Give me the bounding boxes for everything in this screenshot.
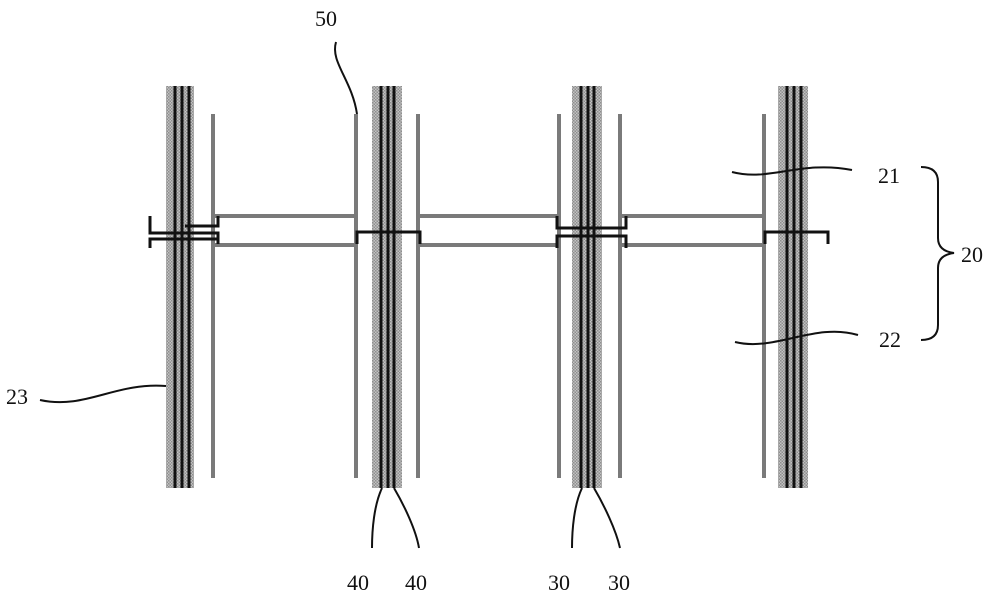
leader-23 — [40, 386, 166, 403]
label-20: 20 — [961, 242, 983, 267]
label-40-right: 40 — [405, 570, 427, 595]
label-23: 23 — [6, 384, 28, 409]
frame-column-3 — [572, 86, 602, 488]
panel-crossbars — [213, 216, 764, 245]
frame-column-1 — [166, 86, 194, 488]
leader-30-left — [572, 488, 582, 548]
leader-40-left — [372, 488, 382, 548]
panel-uprights — [213, 114, 764, 478]
label-50: 50 — [315, 6, 337, 31]
leader-40-right — [394, 488, 419, 548]
frame-column-2 — [372, 86, 402, 488]
brace-20 — [921, 167, 954, 340]
leader-30-right — [594, 488, 620, 548]
label-30-left: 30 — [548, 570, 570, 595]
label-40-left: 40 — [347, 570, 369, 595]
label-21: 21 — [878, 163, 900, 188]
label-30-right: 30 — [608, 570, 630, 595]
leader-50 — [335, 42, 357, 114]
frame-column-4 — [778, 86, 808, 488]
label-22: 22 — [879, 327, 901, 352]
